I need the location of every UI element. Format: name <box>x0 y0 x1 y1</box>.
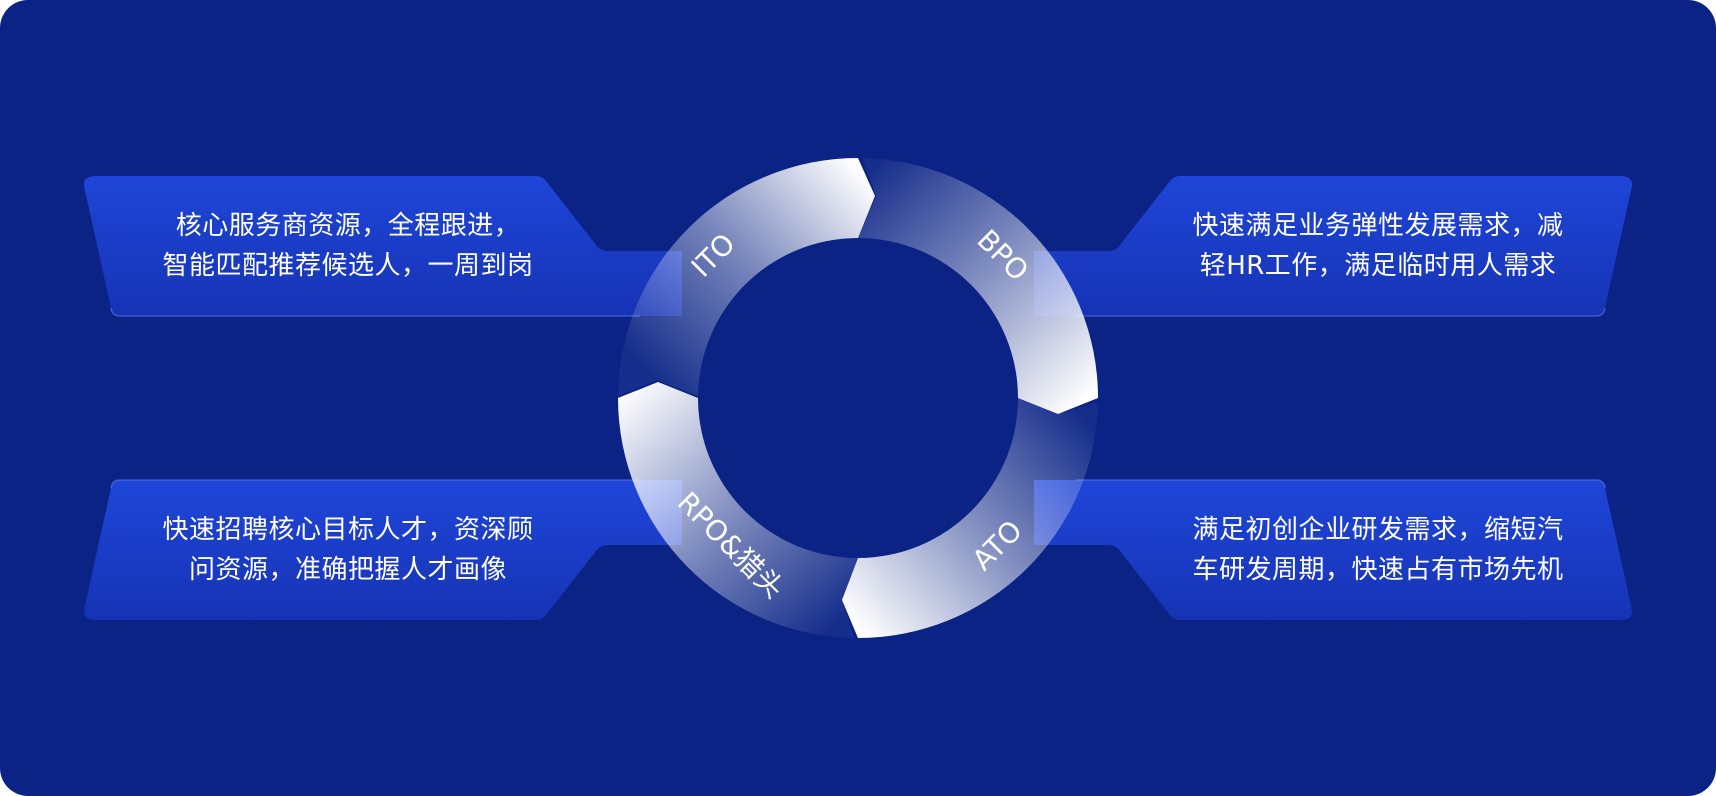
card-bottom-right-line-1: 满足初创企业研发需求，缩短汽 <box>1192 515 1564 545</box>
ring-segment-ato <box>842 398 1098 638</box>
card-top-right-text: 快速满足业务弹性发展需求，减 轻HR工作，满足临时用人需求 <box>1138 206 1618 286</box>
card-top-left-text: 核心服务商资源，全程跟进， 智能匹配推荐候选人，一周到岗 <box>108 206 588 286</box>
card-bottom-left <box>83 480 682 620</box>
ring-segment-ito <box>618 157 875 396</box>
card-top-left-line-2: 智能匹配推荐候选人，一周到岗 <box>162 251 534 281</box>
ring-segment-rpo <box>617 382 858 638</box>
card-bottom-right-text: 满足初创企业研发需求，缩短汽 车研发周期，快速占有市场先机 <box>1138 510 1618 590</box>
card-bottom-left-line-2: 问资源，准确把握人才画像 <box>188 555 507 585</box>
card-top-right <box>1034 176 1633 316</box>
card-top-left-line-1: 核心服务商资源，全程跟进， <box>175 211 521 241</box>
card-top-right-line-1: 快速满足业务弹性发展需求，减 <box>1192 211 1564 241</box>
card-bottom-right-line-2: 车研发周期，快速占有市场先机 <box>1192 555 1564 585</box>
card-top-right-line-2: 轻HR工作，满足临时用人需求 <box>1199 251 1557 281</box>
ring-inner-disc <box>696 236 1020 560</box>
card-top-left <box>83 176 682 316</box>
card-bottom-left-line-1: 快速招聘核心目标人才，资深顾 <box>162 515 534 545</box>
ring-segment-bpo <box>858 158 1098 414</box>
card-bottom-left-text: 快速招聘核心目标人才，资深顾 问资源，准确把握人才画像 <box>108 510 588 590</box>
card-bottom-right <box>1034 480 1633 620</box>
